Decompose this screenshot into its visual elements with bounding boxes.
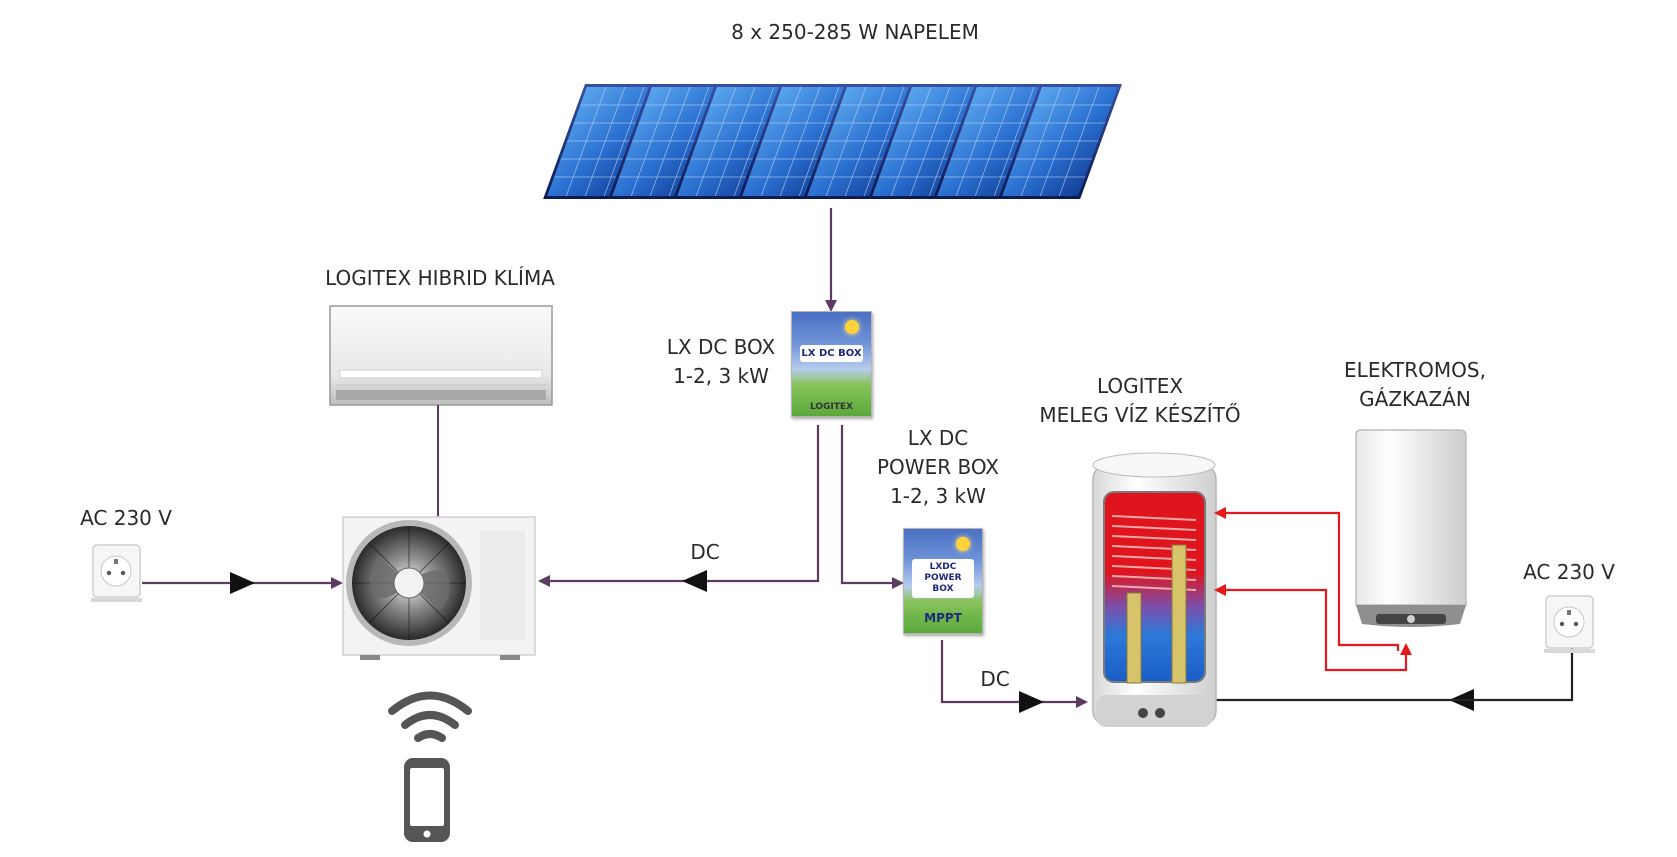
lx-dc-power-box-device: LXDC POWER BOX MPPT bbox=[903, 528, 983, 634]
solar-panel-array bbox=[543, 84, 1122, 199]
dcbox-sky bbox=[792, 312, 871, 416]
solar-panels-label: 8 x 250-285 W NAPELEM bbox=[731, 20, 979, 44]
boiler-label-line1: LOGITEX bbox=[1096, 374, 1184, 398]
solar-panel bbox=[998, 84, 1122, 199]
solar-panel bbox=[543, 84, 667, 199]
dcbox-to-outdoor-unit-wire bbox=[540, 425, 820, 583]
powerbox-label-line3: 1-2, 3 kW bbox=[890, 484, 986, 508]
powerbox-mppt: MPPT bbox=[924, 611, 962, 625]
boiler-label: LOGITEX MELEG VÍZ KÉSZÍTŐ bbox=[1020, 372, 1260, 430]
dcbox-label-line1: LX DC BOX bbox=[666, 335, 776, 359]
powerbox-tag-line2: BOX bbox=[932, 584, 954, 594]
powerbox-tag-line1: LXDC POWER bbox=[924, 562, 962, 583]
dc-arrowheads bbox=[331, 300, 1088, 708]
arrow-marker bbox=[1019, 691, 1044, 713]
dc-label-top: DC bbox=[690, 540, 720, 564]
dcbox-label-line2: 1-2, 3 kW bbox=[673, 364, 769, 388]
powerbox-label-line2: POWER BOX bbox=[876, 455, 999, 479]
ac-230v-right-label: AC 230 V bbox=[1523, 560, 1615, 584]
dcbox-tag: LX DC BOX bbox=[800, 345, 863, 362]
powerbox-tag: LXDC POWER BOX bbox=[912, 559, 974, 598]
hot-water-arrowheads bbox=[1214, 507, 1412, 655]
heater-label-line1: ELEKTROMOS, bbox=[1344, 358, 1486, 382]
dcbox-label: LX DC BOX 1-2, 3 kW bbox=[656, 333, 786, 391]
hybrid-ac-label: LOGITEX HIBRID KLÍMA bbox=[325, 266, 555, 290]
gas-electric-heater bbox=[1355, 429, 1467, 627]
solar-panel bbox=[738, 84, 862, 199]
ac-wiring-right bbox=[1203, 646, 1574, 702]
dc-label-bottom: DC bbox=[980, 667, 1010, 691]
sun-icon bbox=[956, 537, 970, 551]
hot-water-pipes bbox=[1222, 511, 1408, 672]
wifi-icon bbox=[388, 691, 472, 742]
powerbox-label: LX DC POWER BOX 1-2, 3 kW bbox=[868, 424, 1008, 511]
outdoor-ac-unit bbox=[342, 516, 536, 660]
wall-socket-right bbox=[1544, 595, 1595, 653]
hot-water-boiler bbox=[1092, 452, 1217, 727]
sun-icon bbox=[845, 320, 859, 334]
smartphone-icon bbox=[404, 758, 450, 842]
wall-socket-left bbox=[91, 544, 142, 602]
powerbox-label-line1: LX DC bbox=[907, 426, 969, 450]
lx-dc-box-device: LX DC BOX LOGITEX bbox=[791, 311, 872, 417]
dcbox-to-powerbox-wire bbox=[840, 425, 898, 585]
arrow-marker bbox=[230, 572, 255, 594]
arrow-marker bbox=[682, 570, 707, 592]
heater-label-line2: GÁZKAZÁN bbox=[1359, 387, 1471, 411]
solar-panel bbox=[868, 84, 992, 199]
boiler-label-line2: MELEG VÍZ KÉSZÍTŐ bbox=[1039, 403, 1241, 427]
dcbox-brand: LOGITEX bbox=[809, 402, 854, 412]
ac-230v-left-label: AC 230 V bbox=[80, 506, 172, 530]
indoor-ac-unit bbox=[329, 305, 553, 406]
heater-label: ELEKTROMOS, GÁZKAZÁN bbox=[1325, 356, 1505, 414]
